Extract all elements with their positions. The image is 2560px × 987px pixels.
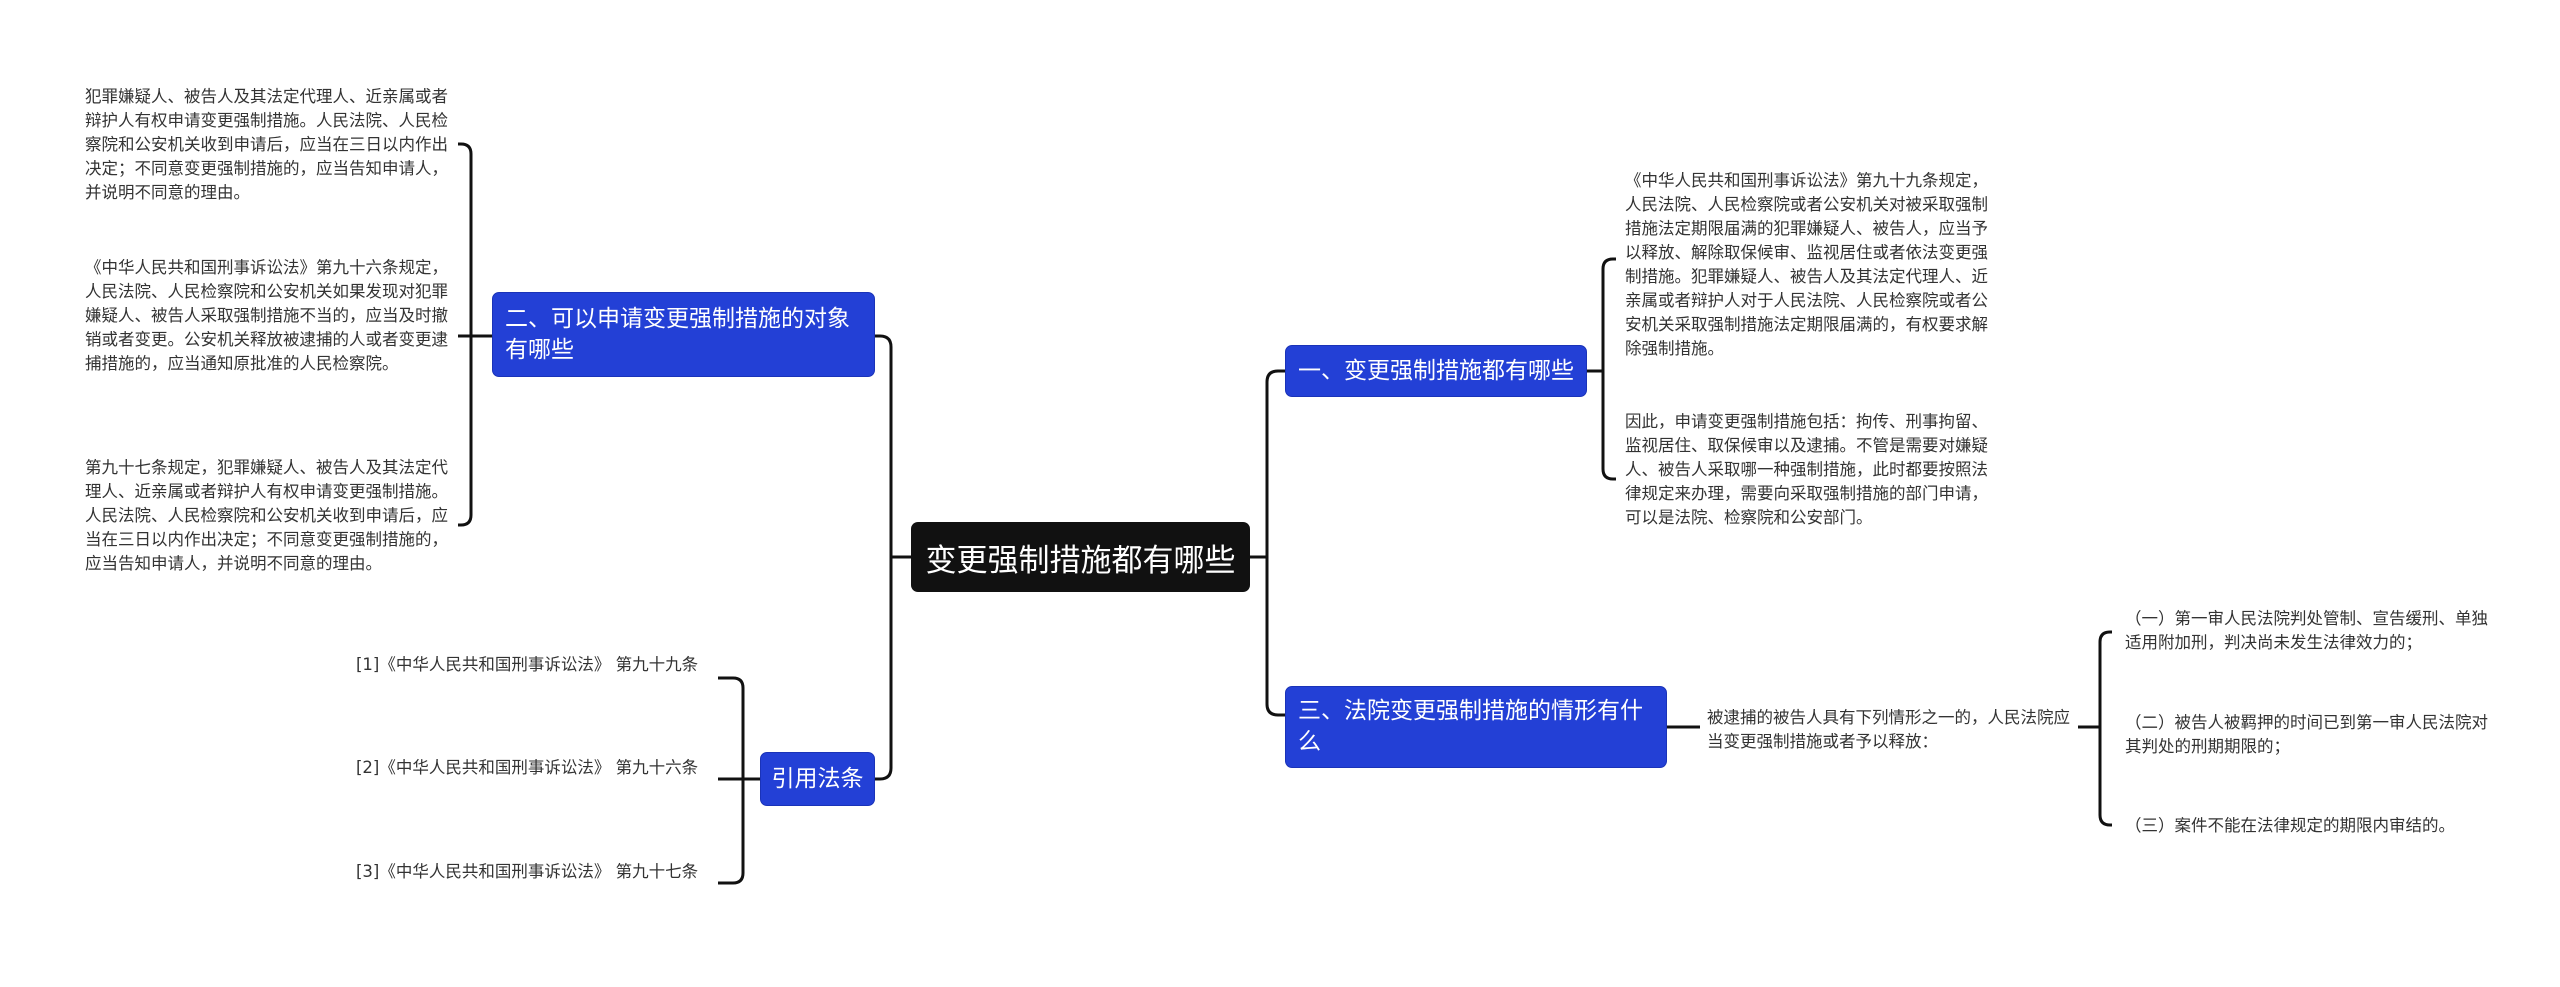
leaf-text: 因此，申请变更强制措施包括：拘传、刑事拘留、监视居住、取保候审以及逮捕。不管是需… <box>1625 412 1988 527</box>
branch-cited-laws[interactable]: 引用法条 <box>760 752 875 806</box>
leaf-text: （二）被告人被羁押的时间已到第一审人民法院对其判处的刑期期限的； <box>2125 713 2488 756</box>
leaf-text: （一）第一审人民法院判处管制、宣告缓刑、单独适用附加刑，判决尚未发生法律效力的； <box>2125 609 2488 652</box>
leaf-text: 《中华人民共和国刑事诉讼法》第九十九条规定，人民法院、人民检察院或者公安机关对被… <box>1625 171 1988 358</box>
leaf-text: 犯罪嫌疑人、被告人及其法定代理人、近亲属或者辩护人有权申请变更强制措施。人民法院… <box>85 87 448 202</box>
leaf-text: 第九十七条规定，犯罪嫌疑人、被告人及其法定代理人、近亲属或者辩护人有权申请变更强… <box>85 458 448 573</box>
reference-item: [1]《中华人民共和国刑事诉讼法》 第九十九条 <box>356 655 699 674</box>
central-topic[interactable]: 变更强制措施都有哪些 <box>911 522 1250 592</box>
branch-court-change-cases[interactable]: 三、法院变更强制措施的情形有什么 <box>1285 686 1667 768</box>
reference-item: [2]《中华人民共和国刑事诉讼法》 第九十六条 <box>356 758 699 777</box>
branch-applicants[interactable]: 二、可以申请变更强制措施的对象有哪些 <box>492 292 875 377</box>
branch-change-measures[interactable]: 一、变更强制措施都有哪些 <box>1285 345 1587 397</box>
leaf-text: 被逮捕的被告人具有下列情形之一的，人民法院应当变更强制措施或者予以释放： <box>1707 708 2070 751</box>
leaf-text: （三）案件不能在法律规定的期限内审结的。 <box>2125 816 2455 835</box>
reference-item: [3]《中华人民共和国刑事诉讼法》 第九十七条 <box>356 862 699 881</box>
leaf-text: 《中华人民共和国刑事诉讼法》第九十六条规定，人民法院、人民检察院和公安机关如果发… <box>85 258 448 373</box>
